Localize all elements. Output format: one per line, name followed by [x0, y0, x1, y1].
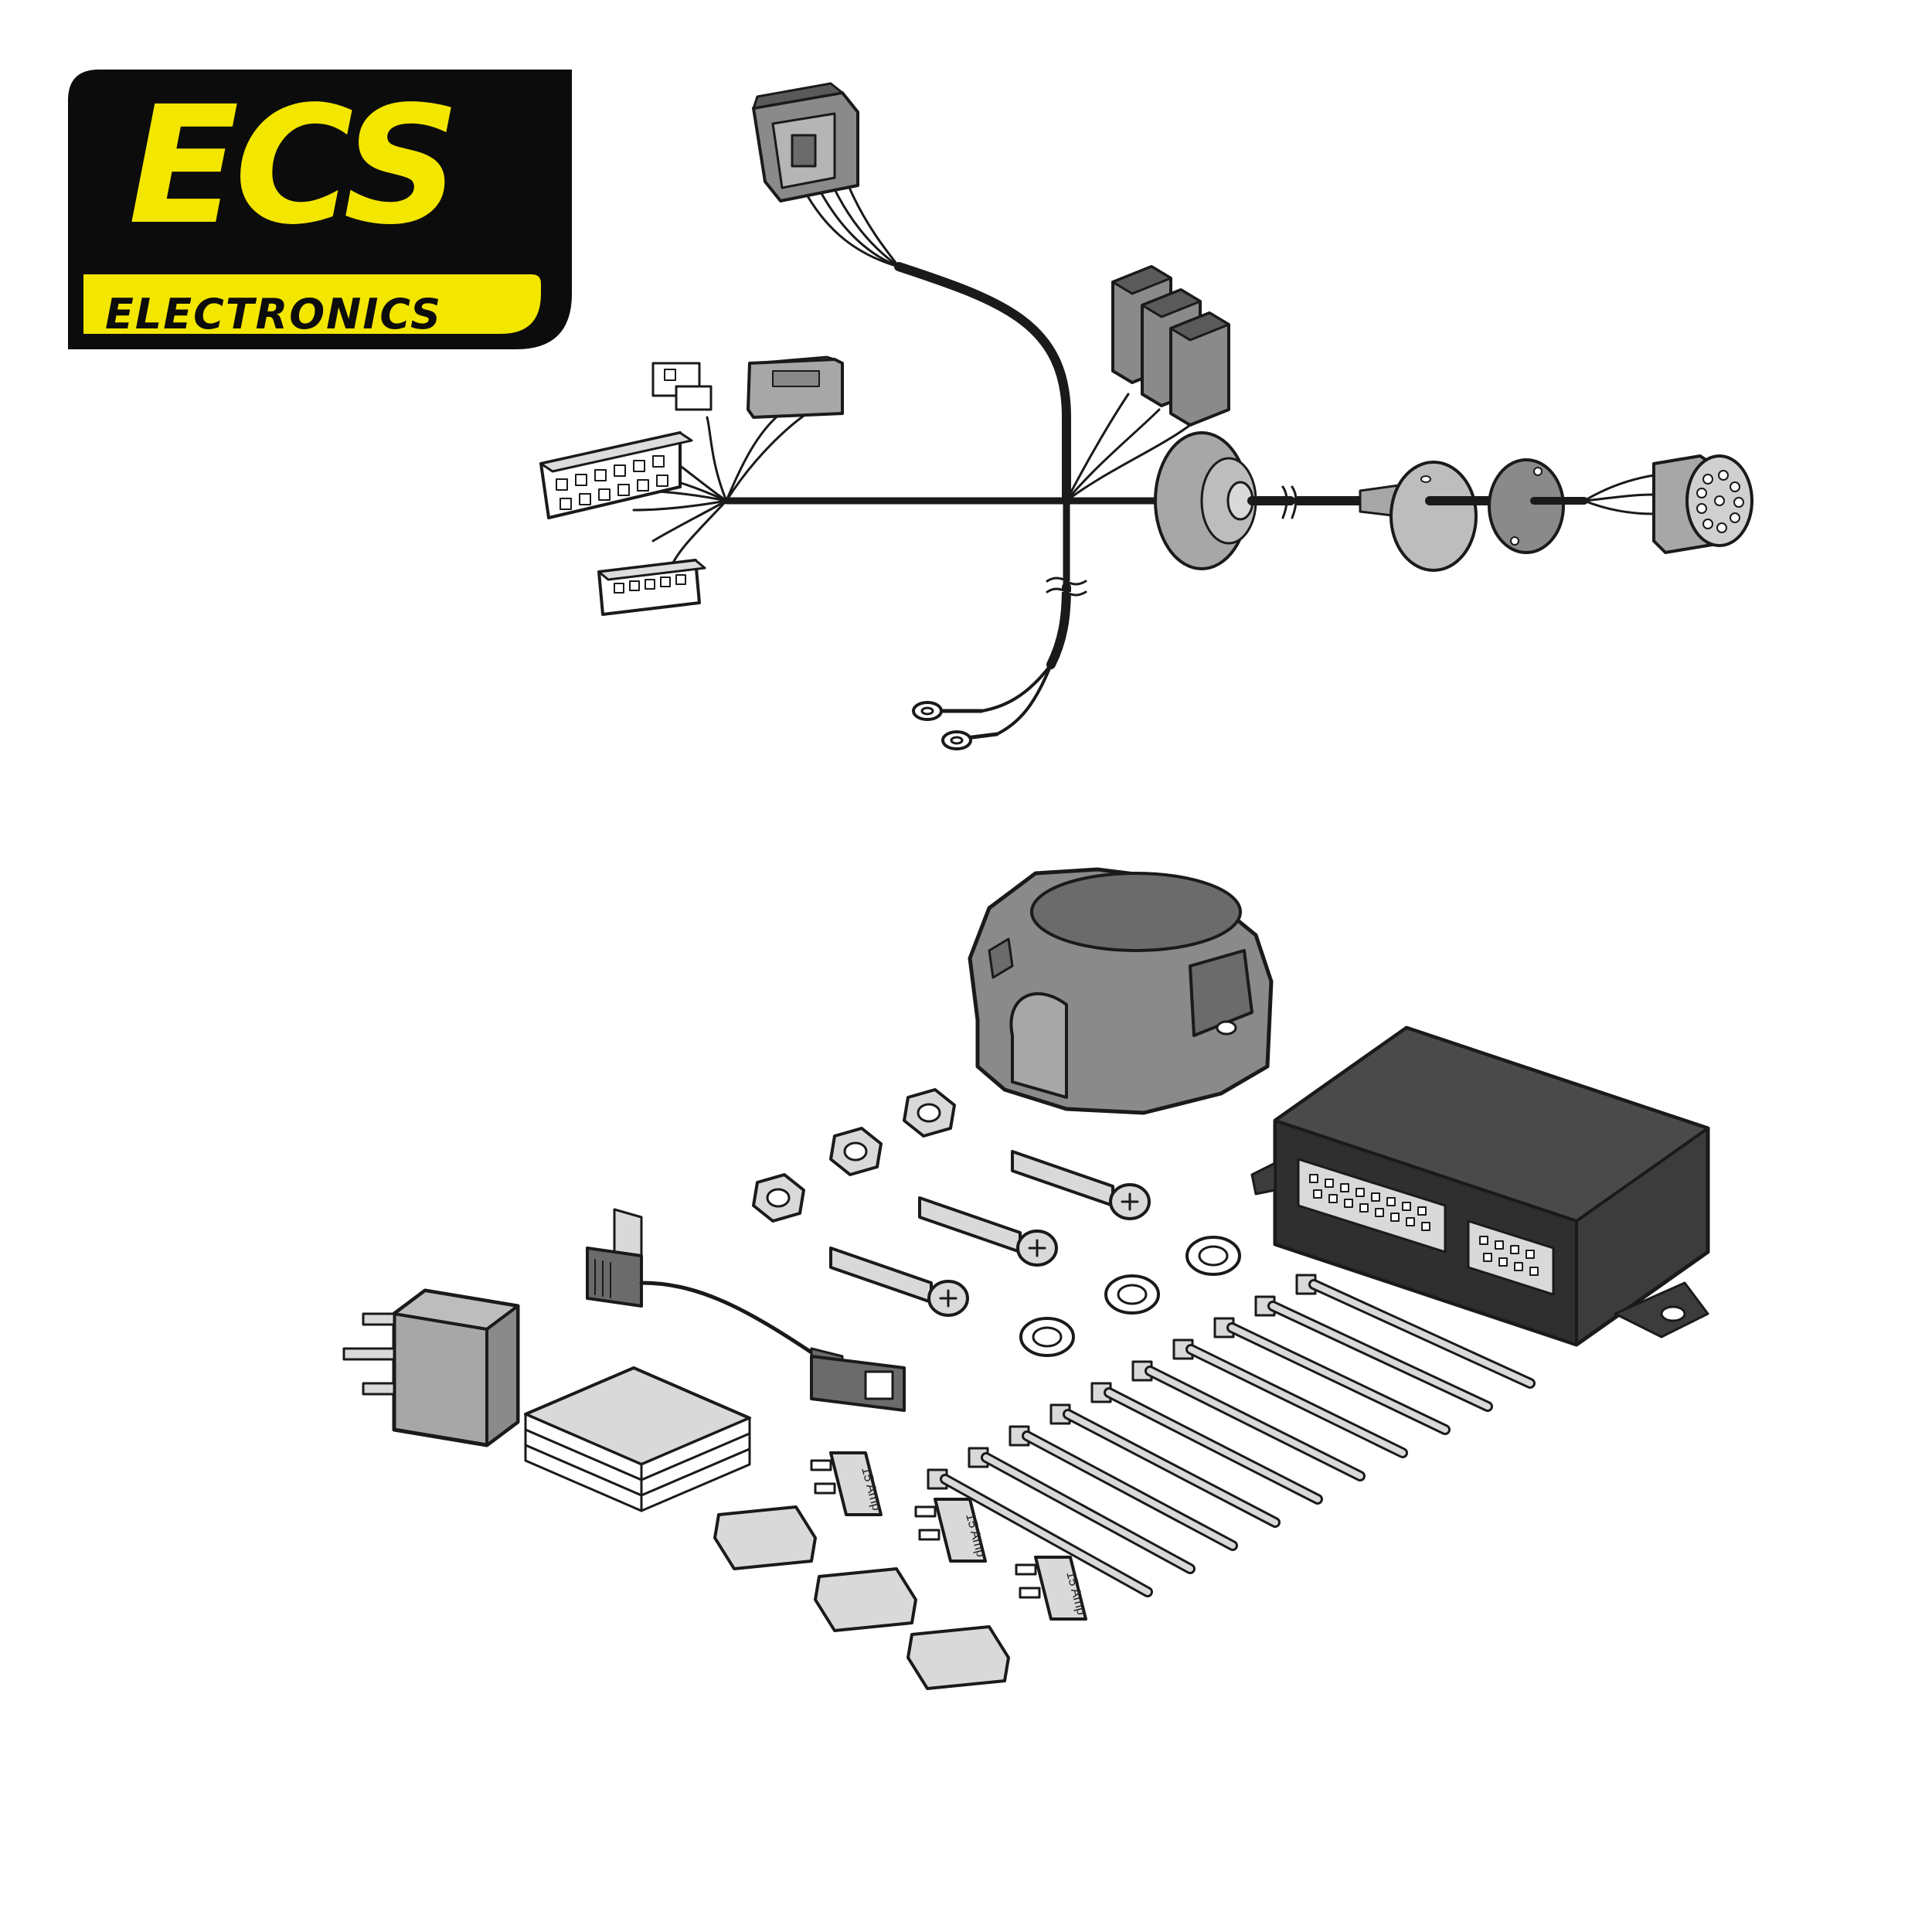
foam-pad — [713, 1505, 817, 1570]
trailer-socket-housing — [968, 867, 1274, 1115]
logo-background — [68, 70, 572, 349]
lock-washer — [1019, 1317, 1075, 1357]
bolt — [829, 1247, 969, 1317]
adhesive-pads — [524, 1366, 751, 1512]
round-13pin-connector — [1652, 454, 1753, 554]
lock-washer — [1104, 1274, 1160, 1315]
white-connector-small — [597, 559, 706, 616]
foam-pad — [906, 1625, 1010, 1690]
cable-tie — [968, 1447, 1196, 1574]
lock-washer — [1185, 1236, 1241, 1276]
blade-fuse: 15 Amp — [810, 1451, 884, 1516]
cable-tie — [1009, 1425, 1238, 1551]
vehicle-plug-connector — [752, 82, 859, 202]
small-connector — [651, 362, 713, 411]
ring-terminal — [912, 701, 984, 721]
bolt — [1011, 1150, 1151, 1220]
bolt — [918, 1196, 1058, 1267]
wiring-harness — [539, 82, 1753, 750]
cable-grommet — [1154, 431, 1257, 570]
cable-tie — [1090, 1382, 1323, 1505]
relay — [342, 1288, 520, 1447]
triple-plug-connectors — [1111, 265, 1230, 427]
foam-pad — [814, 1567, 917, 1632]
logo-brand-text: ECS — [128, 71, 460, 260]
logo-subtitle-text: ELECTRONICS — [105, 290, 443, 338]
ecs-electronics-logo: ECS ELECTRONICS — [68, 70, 572, 349]
cable-tie — [1295, 1274, 1536, 1389]
mounting-disc — [1389, 461, 1478, 572]
sensor-with-connector — [586, 1208, 906, 1412]
cable-tie — [1172, 1338, 1408, 1458]
mounting-gasket — [1488, 458, 1565, 554]
cable-tie — [927, 1468, 1153, 1597]
cable-tie — [1131, 1360, 1366, 1481]
cable-tie — [1049, 1403, 1281, 1528]
blade-fuse: 15 Amp — [914, 1498, 988, 1563]
hex-nut — [829, 1127, 883, 1176]
cable-tie — [1213, 1317, 1451, 1435]
white-connector-large — [539, 431, 693, 519]
hex-nut — [903, 1088, 956, 1138]
harness-relay — [747, 355, 844, 419]
hex-nut — [752, 1173, 805, 1223]
cable-tie — [1254, 1295, 1493, 1412]
ring-terminal — [941, 730, 999, 750]
control-module — [1250, 1026, 1710, 1347]
blade-fuse: 15 Amp — [1015, 1556, 1089, 1621]
